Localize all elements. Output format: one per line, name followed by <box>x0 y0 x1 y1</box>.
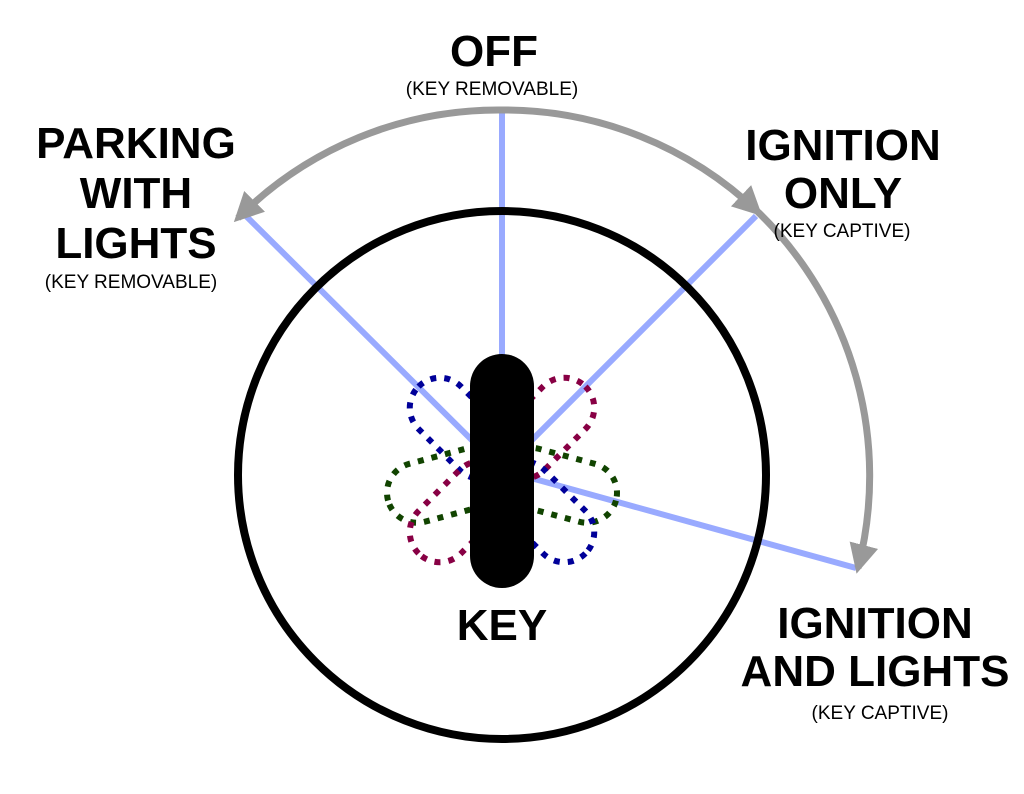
label-ignition-lights: IGNITION AND LIGHTS (KEY CAPTIVE) <box>741 599 1010 724</box>
label-parking-line-1: PARKING <box>36 119 236 168</box>
label-parking: PARKING WITH LIGHTS (KEY REMOVABLE) <box>36 119 236 293</box>
lock-cylinder <box>234 207 770 743</box>
label-off-line-1: OFF <box>450 27 538 76</box>
ghost-key-outline <box>406 374 514 482</box>
label-ignition-only-line-1: IGNITION <box>745 121 941 170</box>
label-off: OFF (KEY REMOVABLE) <box>406 27 578 100</box>
ghost-key-outline <box>490 458 598 566</box>
arrow-to-parking <box>233 106 503 223</box>
label-ignition-lights-note: (KEY CAPTIVE) <box>812 703 949 724</box>
label-ignition-lights-line-2: AND LIGHTS <box>741 647 1010 696</box>
position-line-ignition-only <box>499 213 759 473</box>
key-label: KEY <box>457 601 547 650</box>
label-ignition-only: IGNITION ONLY (KEY CAPTIVE) <box>745 121 941 242</box>
label-ignition-only-note: (KEY CAPTIVE) <box>774 221 911 242</box>
arrow-to-ignition-only <box>501 106 763 217</box>
label-parking-note: (KEY REMOVABLE) <box>45 272 217 293</box>
label-off-note: (KEY REMOVABLE) <box>406 79 578 100</box>
label-ignition-lights-line-1: IGNITION <box>777 599 973 648</box>
label-ignition-only-line-2: ONLY <box>784 169 902 218</box>
key-slot <box>470 354 534 588</box>
position-line-ignition-lights <box>501 467 857 571</box>
rotation-arrows <box>233 106 879 574</box>
label-parking-line-2: WITH <box>80 169 192 218</box>
ghost-key-outline <box>497 444 621 526</box>
position-line-parking <box>243 213 505 473</box>
ghost-key-outline <box>383 444 507 526</box>
label-parking-line-3: LIGHTS <box>55 219 216 268</box>
arrow-to-ignition-lights <box>755 209 879 574</box>
